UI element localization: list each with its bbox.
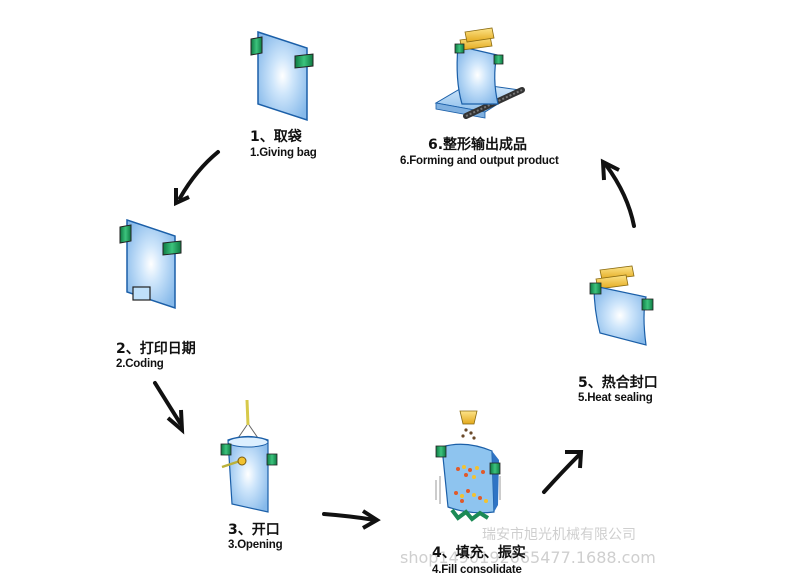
step-1-bag-icon: [250, 30, 314, 122]
arrow-2-to-3: [153, 381, 185, 435]
arrow-5-to-6: [600, 158, 636, 228]
watermark-shop-url: shop1490192665477.1688.com: [400, 548, 656, 567]
step-1-label-zh: 1、取袋: [250, 129, 302, 145]
step-6-label-en: 6.Forming and output product: [400, 155, 559, 167]
step-2-label-zh: 2、打印日期: [116, 341, 196, 357]
arrow-4-to-5: [542, 450, 584, 494]
product-granules: [454, 465, 488, 503]
step-3-label-zh: 3、开口: [228, 522, 280, 538]
step-3-label-en: 3.Opening: [228, 539, 283, 551]
step-3-opening-icon: [220, 399, 278, 513]
step-5-label-en: 5.Heat sealing: [578, 392, 653, 404]
step-5-heat-seal-icon: [589, 265, 654, 346]
arrow-1-to-2: [174, 150, 220, 207]
step-4-label-en: 4.Fill consolidate: [432, 564, 522, 576]
step-2-coding-icon: [119, 218, 182, 310]
step-4-label-zh: 4、填充、振实: [432, 545, 526, 561]
step-4-filling-icon: [435, 410, 501, 522]
step-6-conveyor-icon: [434, 27, 525, 119]
step-6-label-zh: 6.整形输出成品: [428, 137, 528, 153]
step-2-label-en: 2.Coding: [116, 358, 164, 370]
step-5-label-zh: 5、热合封口: [578, 375, 658, 391]
arrow-3-to-4: [322, 509, 381, 530]
step-1-label-en: 1.Giving bag: [250, 147, 317, 159]
watermark-company: 瑞安市旭光机械有限公司: [482, 527, 636, 543]
